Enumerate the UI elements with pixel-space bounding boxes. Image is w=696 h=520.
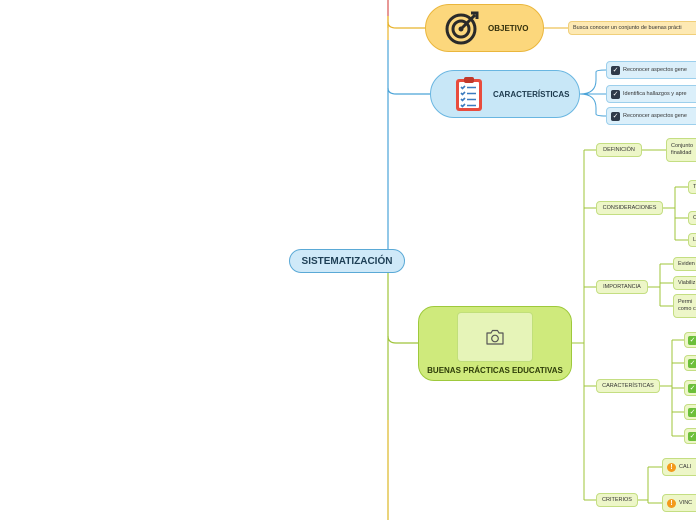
consideraciones-leaf-2[interactable]: C — [688, 211, 696, 225]
checkbox-checked-icon: ✓ — [688, 431, 696, 441]
checkbox-checked-icon: ✓ — [688, 383, 696, 393]
priority-icon: ! — [667, 462, 676, 472]
topic-objetivo[interactable]: OBJETIVO — [425, 4, 544, 52]
criterios-leaf-2[interactable]: ! VINC — [662, 494, 696, 512]
topic-objetivo-label: OBJETIVO — [488, 23, 529, 33]
topic-buenas-practicas[interactable]: BUENAS PRÁCTICAS EDUCATIVAS — [418, 306, 572, 381]
caracteristica-item-3[interactable]: ✓ Reconocer aspectos gene — [606, 107, 696, 125]
consideraciones-leaf-1[interactable]: T — [688, 180, 696, 194]
consideraciones-leaf-3[interactable]: L — [688, 233, 696, 247]
criterios-leaf-1[interactable]: ! CALI — [662, 458, 696, 476]
caracteristica-bpe-leaf-5[interactable]: ✓ — [684, 428, 696, 444]
checkbox-checked-icon: ✓ — [611, 65, 620, 75]
caracteristica-bpe-leaf-2[interactable]: ✓ — [684, 355, 696, 371]
caracteristica-bpe-leaf-4[interactable]: ✓ — [684, 404, 696, 420]
root-node[interactable]: SISTEMATIZACIÓN — [289, 249, 405, 273]
target-icon — [444, 10, 480, 46]
topic-buenas-practicas-label: BUENAS PRÁCTICAS EDUCATIVAS — [427, 366, 563, 375]
caracteristica-item-2[interactable]: ✓ Identifica hallazgos y apre — [606, 85, 696, 103]
subtopic-consideraciones[interactable]: CONSIDERACIONES — [596, 201, 663, 215]
subtopic-definicion[interactable]: DEFINICIÓN — [596, 143, 642, 157]
caracteristica-bpe-leaf-3[interactable]: ✓ — [684, 380, 696, 396]
root-label: SISTEMATIZACIÓN — [301, 255, 393, 267]
checkbox-checked-icon: ✓ — [688, 407, 696, 417]
topic-caracteristicas[interactable]: CARACTERÍSTICAS — [430, 70, 580, 118]
caracteristica-bpe-leaf-1[interactable]: ✓ — [684, 332, 696, 348]
importancia-leaf-2[interactable]: Viabiliz — [673, 276, 696, 290]
image-placeholder — [457, 312, 533, 362]
subtopic-importancia[interactable]: IMPORTANCIA — [596, 280, 648, 294]
checklist-clipboard-icon — [455, 76, 483, 112]
importancia-leaf-1[interactable]: Eviden — [673, 257, 696, 271]
camera-icon — [485, 329, 505, 345]
topic-caracteristicas-label: CARACTERÍSTICAS — [493, 89, 570, 99]
objetivo-item[interactable]: Busca conocer un conjunto de buenas prác… — [568, 21, 696, 35]
priority-icon: ! — [667, 498, 676, 508]
subtopic-caracteristicas-bpe[interactable]: CARACTERÍSTICAS — [596, 379, 660, 393]
caracteristica-item-1[interactable]: ✓ Reconocer aspectos gene — [606, 61, 696, 79]
subtopic-criterios[interactable]: CRITERIOS — [596, 493, 638, 507]
checkbox-checked-icon: ✓ — [688, 335, 696, 345]
checkbox-checked-icon: ✓ — [611, 89, 620, 99]
checkbox-checked-icon: ✓ — [611, 111, 620, 121]
checkbox-checked-icon: ✓ — [688, 358, 696, 368]
